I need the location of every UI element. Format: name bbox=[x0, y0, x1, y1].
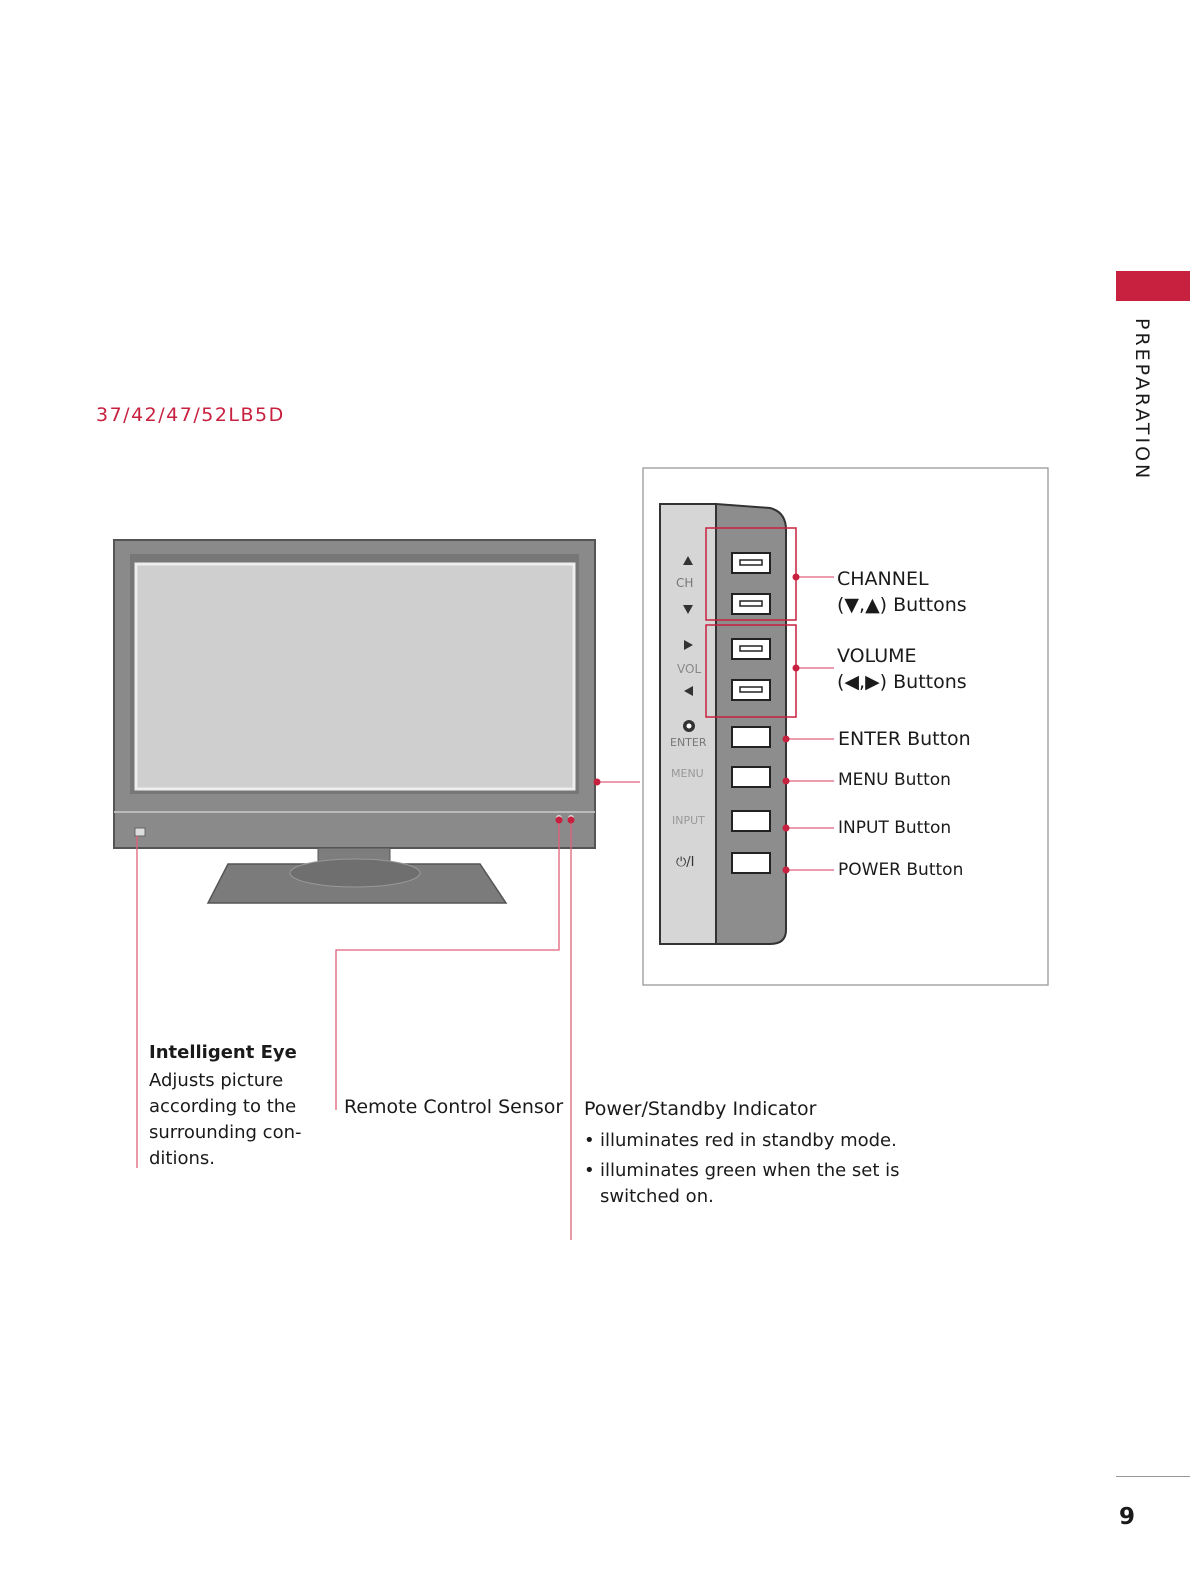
page-number-rule bbox=[1116, 1476, 1190, 1477]
power-indicator-item: illuminates red in standby mode. bbox=[584, 1128, 900, 1154]
channel-callout-line2: (▼,▲) Buttons bbox=[837, 594, 967, 616]
vol-label: VOL bbox=[677, 662, 702, 676]
front-leader-lines bbox=[136, 781, 640, 1240]
tv-illustration bbox=[113, 539, 596, 904]
intelligent-eye-description: Adjusts picture according to the surroun… bbox=[149, 1070, 302, 1169]
panel-leader-lines bbox=[786, 576, 834, 871]
power-callout: POWER Button bbox=[838, 860, 964, 880]
power-indicator-list: illuminates red in standby mode. illumin… bbox=[584, 1128, 900, 1214]
section-tab-label: PREPARATION bbox=[1131, 318, 1153, 482]
section-tab-marker bbox=[1116, 271, 1190, 301]
side-control-panel bbox=[659, 502, 797, 945]
volume-callout-line2: (◀,▶) Buttons bbox=[837, 671, 967, 693]
power-indicator-title: Power/Standby Indicator bbox=[584, 1098, 817, 1120]
ch-label: CH bbox=[676, 576, 694, 590]
intelligent-eye-title: Intelligent Eye bbox=[149, 1042, 297, 1063]
enter-callout: ENTER Button bbox=[838, 728, 971, 750]
intelligent-eye-sensor bbox=[134, 827, 146, 837]
model-number: 37/42/47/52LB5D bbox=[96, 404, 285, 426]
menu-callout: MENU Button bbox=[838, 770, 951, 790]
enter-label: ENTER bbox=[670, 736, 707, 749]
remote-sensor-label: Remote Control Sensor bbox=[344, 1096, 564, 1118]
channel-callout-line1: CHANNEL bbox=[837, 568, 929, 590]
power-indicator-item: illuminates green when the set is switch… bbox=[584, 1158, 900, 1210]
input-label: INPUT bbox=[672, 814, 705, 827]
volume-callout-line1: VOLUME bbox=[837, 645, 917, 667]
page-number: 9 bbox=[1119, 1504, 1136, 1530]
input-callout: INPUT Button bbox=[838, 818, 952, 838]
power-symbol-label: ⏻/I bbox=[676, 855, 695, 870]
menu-label: MENU bbox=[671, 767, 704, 780]
